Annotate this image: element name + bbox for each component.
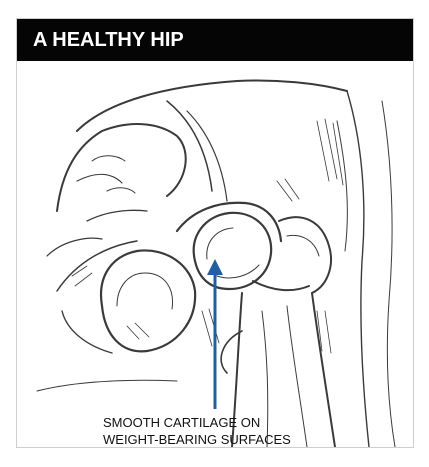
femoral-neck <box>253 281 309 290</box>
iliac-wing <box>57 124 186 211</box>
femoral-shaft-right <box>312 293 335 447</box>
hip-joint-illustration <box>17 61 413 447</box>
greater-trochanter <box>279 217 331 293</box>
caption-line-2: WEIGHT-BEARING SURFACES <box>103 431 291 448</box>
acetabulum-rim <box>177 203 281 241</box>
caption-line-1: SMOOTH CARTILAGE ON <box>103 414 291 431</box>
hip-diagram-figure: A HEALTHY HIP <box>16 18 414 448</box>
figure-title: A HEALTHY HIP <box>17 19 413 61</box>
cartilage-pointer-arrow <box>207 259 223 409</box>
pelvis-outline <box>77 80 347 131</box>
cartilage-caption: SMOOTH CARTILAGE ON WEIGHT-BEARING SURFA… <box>103 414 291 448</box>
